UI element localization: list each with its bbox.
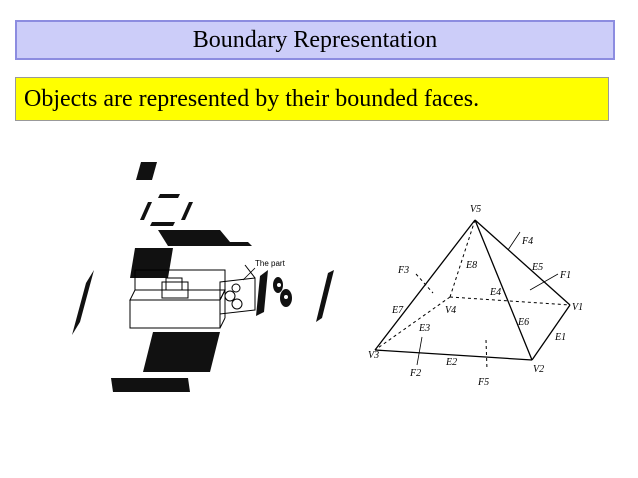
left-face-slab [130, 248, 173, 278]
box-front-face [129, 299, 221, 329]
vertex-v3: V3 [368, 350, 379, 361]
edge-e5 [474, 219, 571, 306]
edge-e8 [449, 219, 476, 298]
frame-left-edge [140, 202, 152, 220]
leader-f1 [529, 273, 559, 291]
frame-right-edge [181, 202, 193, 220]
upper-slab [158, 230, 252, 246]
right-end-face [316, 270, 334, 322]
slide-title: Boundary Representation [192, 26, 438, 53]
hole-1 [224, 290, 236, 302]
vertex-v5: V5 [470, 204, 481, 215]
leader-f3 [415, 273, 434, 294]
edge-label-e8: E8 [465, 260, 477, 271]
face-label-f2: F2 [409, 368, 421, 379]
edge-label-e5: E5 [531, 262, 543, 273]
top-frame-edge [158, 194, 180, 198]
edge-label-e2: E2 [445, 357, 457, 368]
slide-title-box: Boundary Representation [15, 20, 615, 60]
slide-subtitle-box: Objects are represented by their bounded… [15, 77, 609, 121]
vertex-v2: V2 [533, 364, 544, 375]
edge-e6 [474, 219, 533, 361]
part-label: The part [255, 259, 286, 268]
bottom-face [111, 378, 190, 392]
exploded-part-figure: The part [72, 162, 334, 392]
vertex-v1: V1 [572, 302, 583, 313]
edge-label-e3: E3 [418, 323, 430, 334]
frame-bottom-edge [150, 222, 175, 226]
top-face-piece [136, 162, 157, 180]
edge-label-e1: E1 [554, 332, 566, 343]
leader-f4 [507, 231, 521, 251]
leader-f2 [416, 336, 423, 366]
edge-label-e6: E6 [517, 317, 529, 328]
slide-subtitle: Objects are represented by their bounded… [24, 85, 480, 112]
leader-f5 [485, 339, 488, 371]
face-label-f1: F1 [559, 270, 571, 281]
vertex-v4: V4 [445, 305, 456, 316]
edge-e4 [449, 296, 571, 306]
face-label-f4: F4 [521, 236, 533, 247]
boundary-representation-figure: The part [72, 162, 583, 392]
edge-e2 [374, 349, 533, 361]
hole-2 [231, 283, 241, 293]
left-end-face [72, 270, 94, 335]
hole-3 [231, 298, 243, 310]
edge-label-e7: E7 [391, 305, 404, 316]
box-pocket [161, 281, 189, 299]
edge-e3 [374, 296, 451, 351]
edge-e1 [531, 304, 571, 361]
pyramid-figure: V5 V4 V3 V2 V1 E8 E5 E4 E7 E6 E3 E2 E1 F… [368, 204, 583, 388]
bottom-slab [143, 332, 220, 372]
face-label-f3: F3 [397, 265, 409, 276]
cylinder-face-1 [256, 270, 268, 316]
face-label-f5: F5 [477, 377, 489, 388]
edge-label-e4: E4 [489, 287, 501, 298]
edge-e7 [374, 219, 476, 351]
